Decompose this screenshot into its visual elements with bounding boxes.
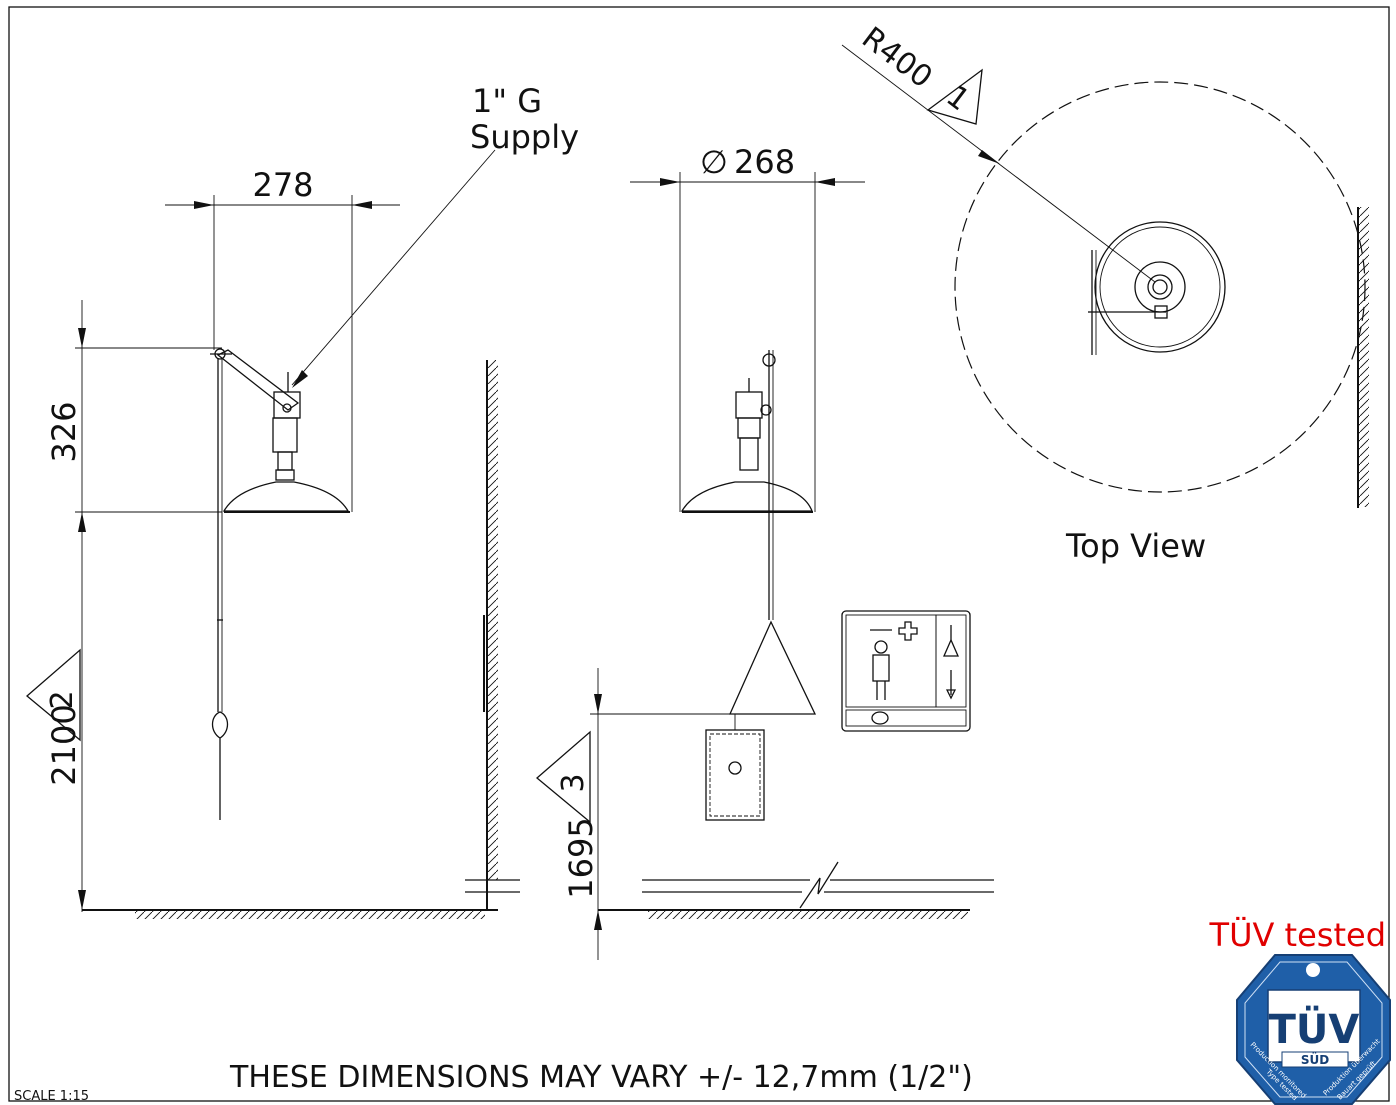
- tuv-tested-label: TÜV tested: [1209, 916, 1386, 954]
- tolerance-note: THESE DIMENSIONS MAY VARY +/- 12,7mm (1/…: [229, 1060, 973, 1095]
- dim-1695-label: 1695: [562, 817, 600, 898]
- top-view-label: Top View: [1065, 527, 1206, 565]
- supply-label-line2: Supply: [470, 118, 579, 156]
- revision-triangle-3: [535, 730, 591, 824]
- triangle-1-label: 1: [940, 79, 976, 118]
- revision-triangle-1: [926, 68, 983, 125]
- revision-triangle-2: [25, 648, 81, 742]
- triangle-3-label: 3: [556, 773, 591, 792]
- dim-278-label: 278: [252, 166, 313, 204]
- dim-2100-label: 2100: [45, 704, 83, 785]
- top-view: [841, 44, 1369, 508]
- front-view-middle: [535, 172, 994, 960]
- tuv-s-logo-icon: [1306, 963, 1320, 977]
- badge-sub: SÜD: [1301, 1052, 1329, 1067]
- sheet-border: [8, 6, 1390, 1102]
- supply-label-line1: 1" G: [472, 82, 542, 120]
- diameter-symbol: ∅: [700, 143, 728, 181]
- dim-r400-label: R400: [855, 20, 938, 95]
- eyewash-sign: [705, 729, 765, 821]
- side-view-left: [25, 149, 520, 919]
- dim-326-label: 326: [45, 401, 83, 462]
- safety-shower-sign: [841, 610, 971, 732]
- tuv-sud-badge: TÜV SÜD Production monitored Type tested…: [1236, 954, 1391, 1105]
- badge-brand: TÜV: [1269, 1005, 1360, 1053]
- scale-label: SCALE 1:15: [14, 1089, 89, 1104]
- triangle-2-label: 2: [45, 690, 80, 709]
- dim-268-label: 268: [734, 143, 795, 181]
